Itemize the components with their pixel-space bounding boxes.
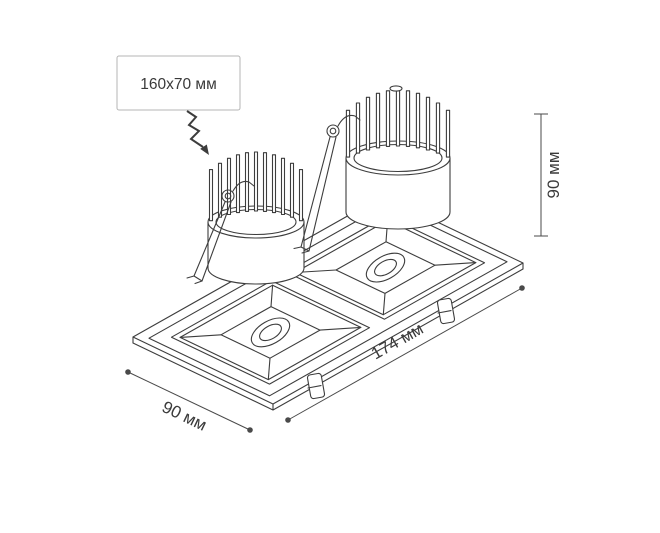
spring-clip-left [186, 180, 255, 285]
heatsink-left [207, 151, 305, 285]
heatsink-fins-right [345, 89, 451, 158]
fixture-drawing [132, 85, 524, 411]
trim-plate [132, 195, 524, 411]
cutout-arrow-icon [186, 110, 209, 155]
dimension-height: 90 мм [534, 113, 563, 237]
mounting-tab-left [306, 372, 326, 400]
cutout-size-label: 160x70 мм [140, 76, 216, 93]
cutout-size-callout: 160x70 мм [116, 55, 241, 155]
mounting-tab-right [436, 297, 456, 325]
heatsink-right [345, 85, 451, 230]
cutout-size-box [116, 55, 241, 111]
led-aperture-right [365, 252, 406, 283]
spring-clip-right [293, 114, 361, 254]
width-dimension-label: 90 мм [159, 397, 210, 434]
led-aperture-left [250, 317, 291, 348]
height-dimension-label: 90 мм [544, 151, 563, 198]
